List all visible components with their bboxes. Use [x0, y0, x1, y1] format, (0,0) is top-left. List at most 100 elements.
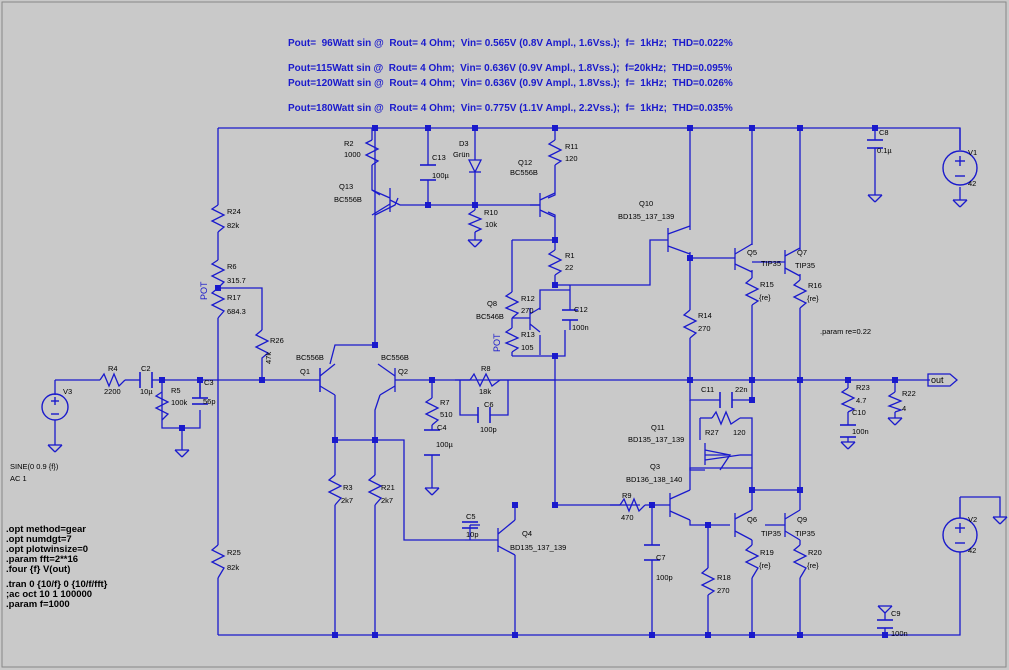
c5-value-label: 10p [466, 530, 479, 539]
r15-value-label: {re} [759, 293, 771, 302]
note-line-4: Pout=180Watt sin @ Rout= 4 Ohm; Vin= 0.7… [288, 103, 733, 114]
resistor-R13[interactable] [504, 327, 520, 353]
resistor-R17[interactable] [210, 287, 226, 319]
capacitor-C7[interactable] [644, 544, 660, 561]
transistor-Q7[interactable] [784, 247, 801, 277]
transistors [319, 188, 801, 556]
c4-name-label: C4 [437, 423, 447, 432]
c12-value-label: 100n [572, 323, 589, 332]
v1-name-label: V1 [968, 148, 977, 157]
transistor-Q5[interactable] [734, 243, 753, 273]
resistor-R6[interactable] [210, 259, 226, 289]
resistor-R25[interactable] [210, 544, 226, 579]
resistor-R12[interactable] [504, 291, 520, 319]
capacitor-C10[interactable] [840, 424, 856, 438]
transistor-Q6[interactable] [734, 509, 753, 541]
capacitor-C13[interactable] [420, 164, 436, 181]
c9-value-label: 100n [891, 629, 908, 638]
r5-name-label: R5 [171, 386, 181, 395]
out-label: out [931, 375, 944, 385]
ground-icon [887, 417, 903, 426]
resistor-R7[interactable] [424, 397, 440, 426]
resistor-R4[interactable] [99, 372, 126, 388]
resistor-R27[interactable] [711, 410, 741, 426]
resistor-R23[interactable] [840, 387, 856, 413]
wires [54, 127, 1001, 636]
resistor-R11[interactable] [547, 139, 563, 166]
resistor-R18[interactable] [700, 567, 716, 596]
r12-name-label: R12 [521, 294, 535, 303]
q9-name-label: Q9 [797, 515, 807, 524]
transistor-Q13[interactable] [371, 188, 401, 216]
capacitor-C9[interactable] [877, 619, 893, 629]
resistor-R22[interactable] [887, 391, 904, 413]
resistor-R3[interactable] [327, 474, 343, 506]
r13-name-label: R13 [521, 330, 535, 339]
q10-value-label: BD135_137_139 [618, 212, 674, 221]
directive-8: .param f=1000 [6, 599, 70, 610]
capacitor-C6[interactable] [477, 407, 491, 423]
r21-name-label: R21 [381, 483, 395, 492]
resistor-R24[interactable] [210, 204, 226, 233]
transistor-Q8[interactable] [529, 307, 541, 333]
spec2-label-label: AC 1 [10, 474, 27, 483]
capacitor-C11[interactable] [719, 392, 733, 408]
ground-icon [840, 441, 856, 450]
resistor-R1[interactable] [547, 249, 563, 276]
resistor-R8[interactable] [469, 372, 501, 388]
note-line-2: Pout=115Watt sin @ Rout= 4 Ohm; Vin= 0.6… [288, 63, 732, 74]
resistor-R16[interactable] [792, 279, 808, 309]
q11-name-label: Q11 [651, 423, 665, 432]
resistor-R10[interactable] [467, 209, 483, 233]
r19-value-label: {re} [759, 561, 771, 570]
capacitor-C3[interactable] [192, 380, 208, 405]
c6-name-label: C6 [484, 400, 494, 409]
capacitor-C5[interactable] [462, 521, 478, 529]
diode-D3[interactable] [467, 159, 483, 174]
directive-4: .param fft=2**16 [6, 554, 78, 565]
ground-icon [467, 239, 483, 248]
capacitor-C12[interactable] [562, 309, 578, 321]
resistor-R20[interactable] [792, 544, 808, 579]
resistor-R5[interactable] [154, 391, 170, 421]
transistor-Q11[interactable] [704, 443, 741, 465]
r18-name-label: R18 [717, 573, 731, 582]
capacitor-C4[interactable] [424, 429, 440, 456]
resistor-R19[interactable] [744, 544, 760, 579]
capacitor-C2[interactable] [139, 372, 153, 388]
r18-value-label: 270 [717, 586, 730, 595]
transistor-Q4[interactable] [480, 519, 516, 556]
resistor-R9[interactable] [619, 497, 646, 513]
resistor-R21[interactable] [367, 474, 383, 506]
output-port[interactable]: out [927, 373, 958, 387]
capacitor-C8[interactable] [867, 139, 883, 149]
transistor-Q9[interactable] [784, 509, 801, 541]
resistor-R15[interactable] [744, 277, 760, 306]
transistor-Q10[interactable] [667, 225, 691, 255]
resistor-R26[interactable] [254, 329, 270, 365]
sources [41, 150, 978, 555]
transistor-Q3[interactable] [669, 489, 691, 521]
c10-value-label: 100n [852, 427, 869, 436]
r15-name-label: R15 [760, 280, 774, 289]
resistor-R14[interactable] [682, 309, 698, 339]
r27-value-label: 120 [733, 428, 746, 437]
resistor-R2[interactable] [364, 139, 380, 166]
r21-value-label: 2k7 [381, 496, 393, 505]
r10-name-label: R10 [484, 208, 498, 217]
source-V1[interactable] [942, 150, 978, 186]
c3-value-label: 56p [203, 397, 216, 406]
r14-name-label: R14 [698, 311, 712, 320]
q8-name-label: Q8 [487, 299, 497, 308]
source-V3[interactable] [41, 393, 69, 421]
ground-icon [952, 199, 968, 208]
transistor-Q12[interactable] [530, 192, 556, 218]
v1-value-label: 42 [968, 179, 976, 188]
r2-name-label: R2 [344, 139, 354, 148]
transistor-Q2[interactable] [377, 363, 396, 396]
transistor-Q1[interactable] [319, 363, 336, 396]
pot-labels: POT POT [199, 281, 502, 352]
note-line-1: Pout= 96Watt sin @ Rout= 4 Ohm; Vin= 0.5… [288, 38, 733, 49]
